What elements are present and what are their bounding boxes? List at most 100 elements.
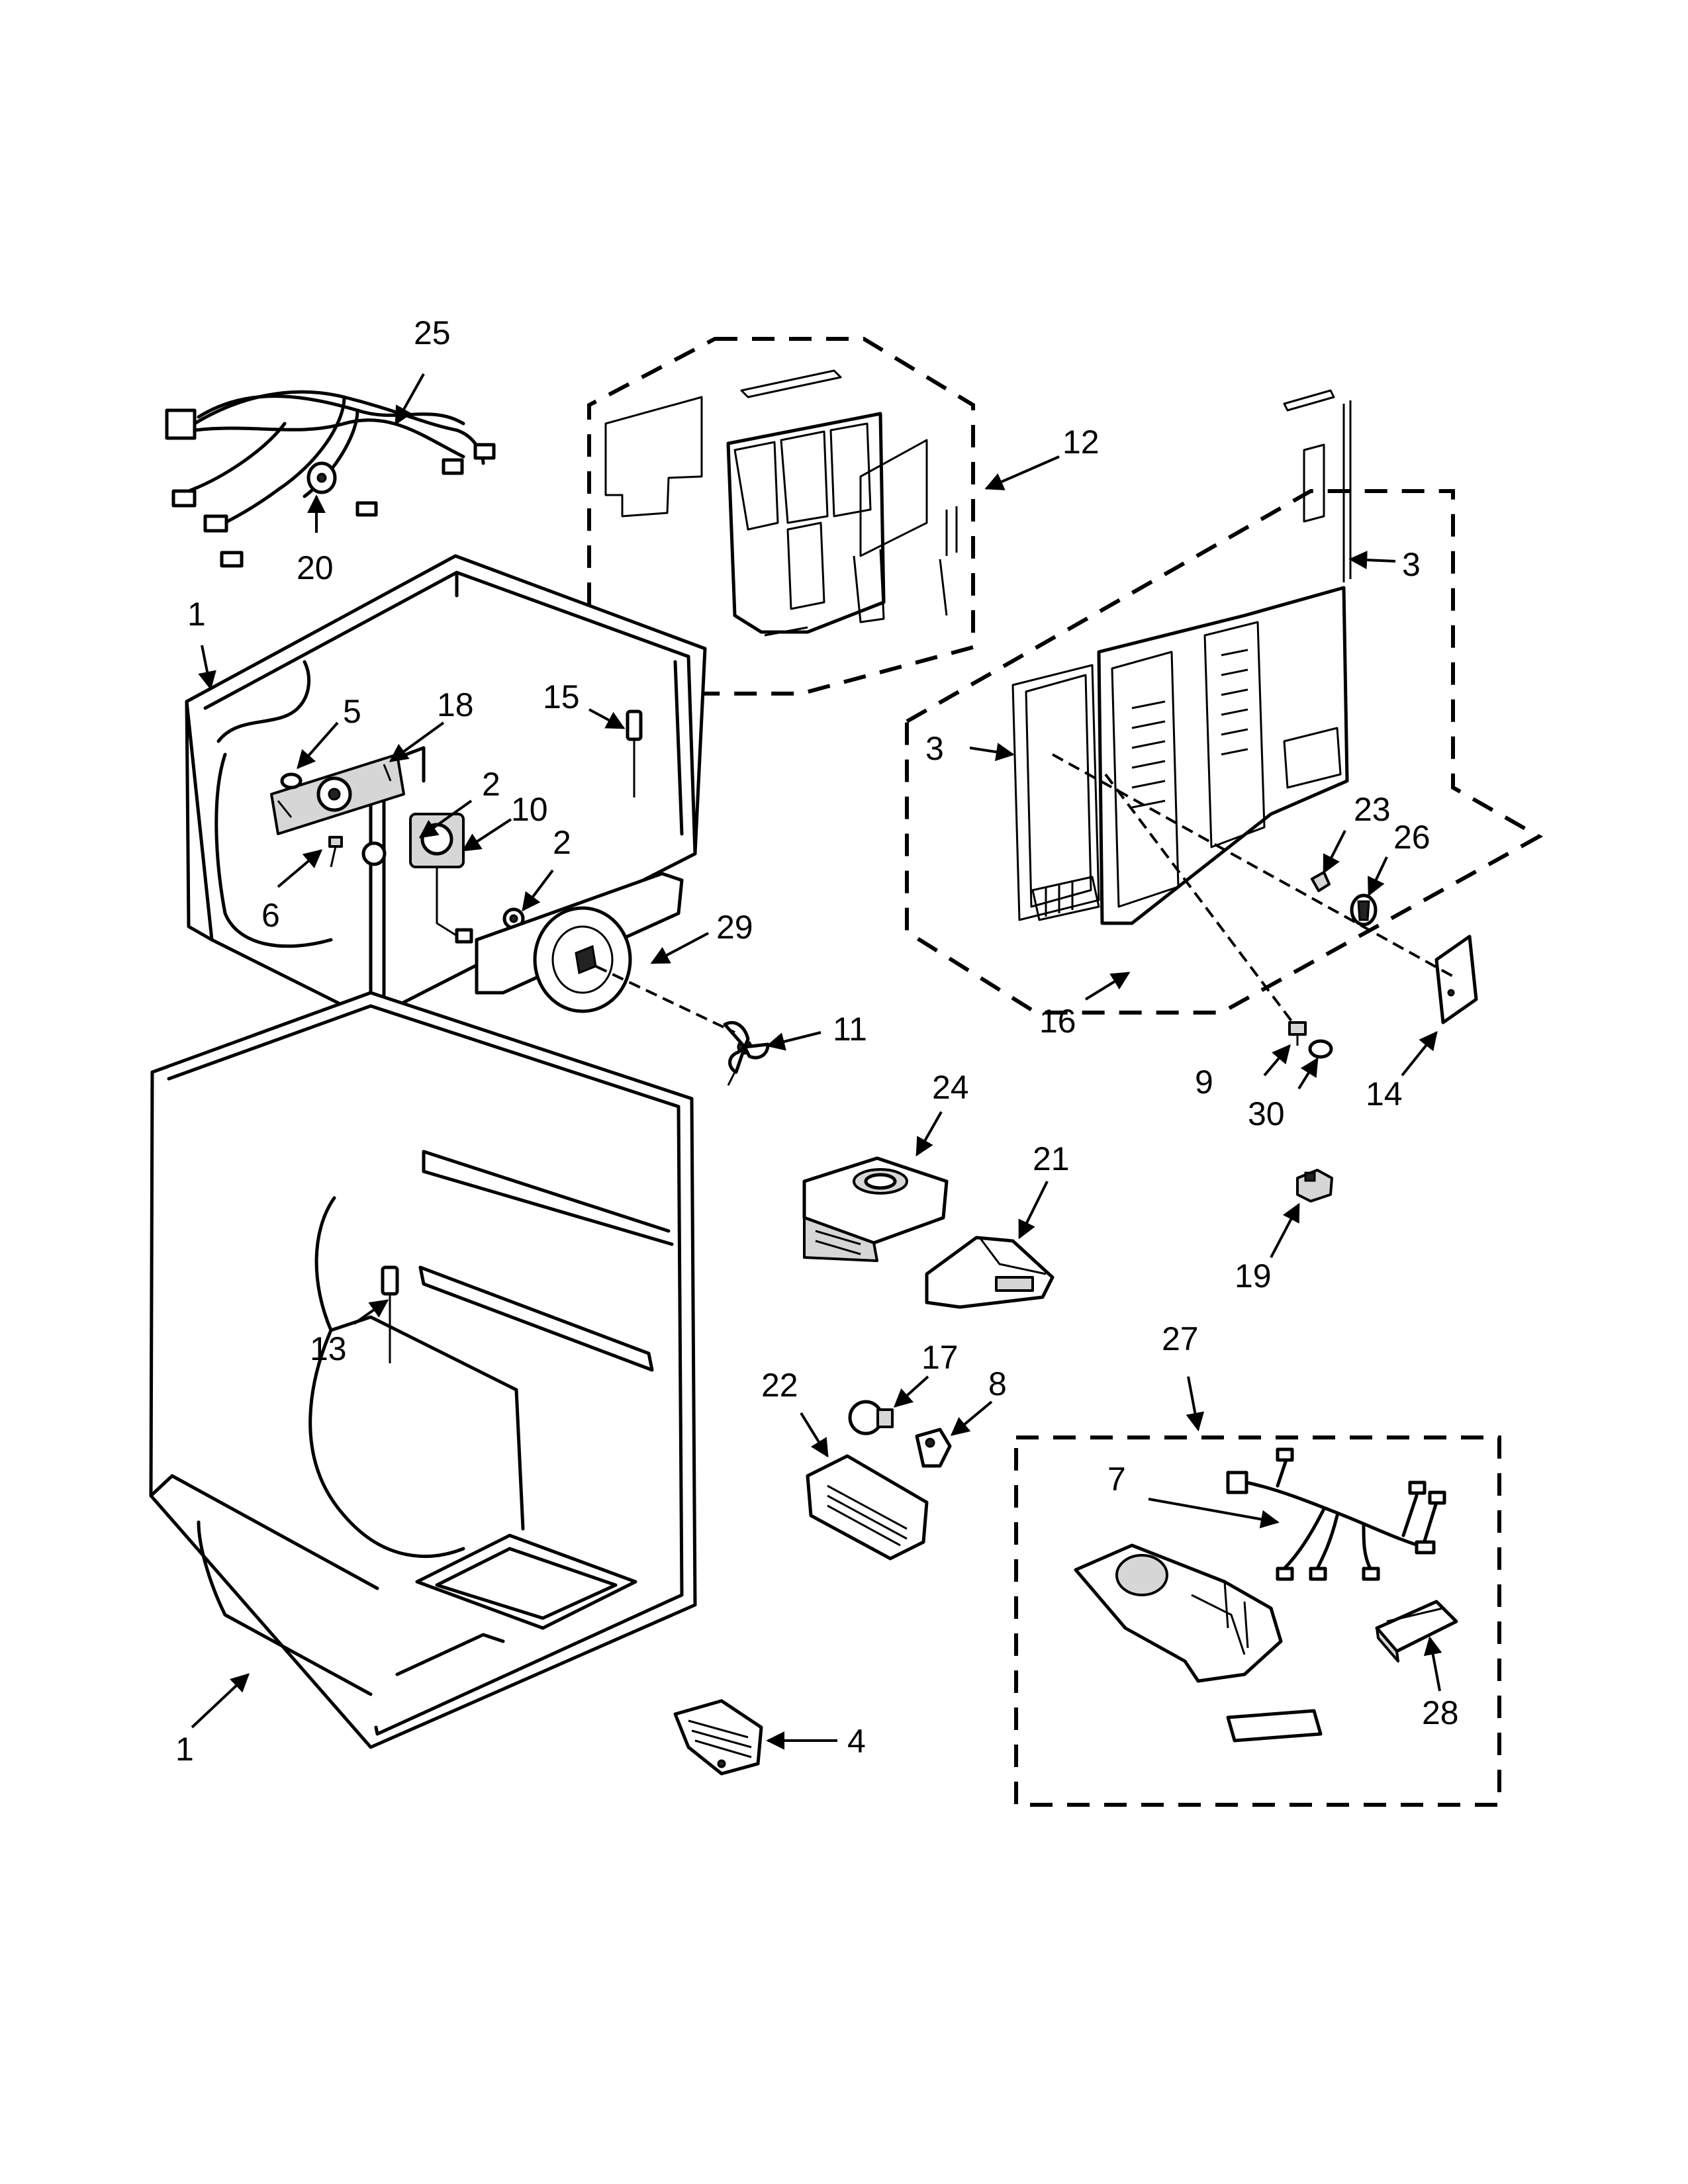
assembly-boundary-12 xyxy=(587,337,975,696)
leader-21 xyxy=(1018,1181,1049,1240)
leader-9 xyxy=(1263,1044,1291,1077)
callout-25: 25 xyxy=(414,314,451,351)
leader-17 xyxy=(893,1375,929,1408)
callout-30: 30 xyxy=(1248,1095,1285,1132)
light-bracket-part-21 xyxy=(925,1236,1055,1309)
control-board-part-28 xyxy=(1375,1600,1458,1662)
alignment-line-b xyxy=(1104,773,1295,1026)
callout-16: 16 xyxy=(1039,1003,1076,1040)
leader-10 xyxy=(461,818,512,852)
fan-shroud-part-29 xyxy=(475,872,684,1013)
callout-12: 12 xyxy=(1062,424,1100,461)
grille-part-4 xyxy=(673,1699,763,1776)
leader-5 xyxy=(297,721,339,770)
leader-18 xyxy=(389,721,445,762)
housing-part-27 xyxy=(1074,1543,1283,1683)
callout-17: 17 xyxy=(921,1339,959,1376)
callout-1b: 1 xyxy=(175,1731,194,1768)
fresh-food-liner-part-1 xyxy=(149,991,697,1749)
callout-29: 29 xyxy=(716,909,753,946)
leader-27 xyxy=(1186,1376,1205,1432)
callout-10: 10 xyxy=(511,791,548,828)
leader-14 xyxy=(1401,1030,1438,1077)
callout-9: 9 xyxy=(1195,1064,1213,1101)
callout-3a: 3 xyxy=(1402,546,1421,583)
leader-11 xyxy=(766,1031,821,1051)
callout-2a: 2 xyxy=(482,766,500,803)
leader-8 xyxy=(950,1400,993,1436)
callout-6: 6 xyxy=(261,897,280,934)
evaporator-cover-part-16 xyxy=(1011,389,1352,925)
label-card xyxy=(1226,1709,1323,1743)
callout-7: 7 xyxy=(1107,1461,1126,1498)
leader-15 xyxy=(588,708,626,729)
grommet-part-2 xyxy=(361,841,525,930)
leader-30 xyxy=(1297,1057,1319,1090)
harness-part-7 xyxy=(1226,1447,1446,1581)
switch-part-19 xyxy=(1296,1169,1333,1203)
alignment-line-c xyxy=(595,965,735,1034)
bulb-part-17 xyxy=(848,1400,894,1435)
leader-23 xyxy=(1323,830,1346,874)
leader-lines xyxy=(191,373,1457,1750)
leader-2b xyxy=(522,869,554,912)
callout-23: 23 xyxy=(1354,791,1391,828)
wire-harness-part-25 xyxy=(165,390,496,568)
callout-24: 24 xyxy=(932,1069,969,1106)
leader-1b xyxy=(191,1673,250,1729)
leader-28 xyxy=(1423,1636,1442,1692)
fan-blade-part-11 xyxy=(723,1021,770,1086)
leader-24 xyxy=(915,1111,943,1157)
leader-3a xyxy=(1348,551,1396,570)
callout-14: 14 xyxy=(1366,1075,1403,1113)
leader-7 xyxy=(1148,1498,1280,1529)
assembly-boundary-16 xyxy=(905,489,1544,1015)
callout-18: 18 xyxy=(437,686,474,723)
knob-part-5 xyxy=(280,772,303,790)
callout-4: 4 xyxy=(847,1723,866,1760)
leader-12 xyxy=(984,455,1060,490)
clip-part-23 xyxy=(1311,871,1331,892)
leader-25 xyxy=(395,373,425,426)
leader-6 xyxy=(277,849,323,888)
callout-1a: 1 xyxy=(187,596,206,633)
leader-29 xyxy=(650,932,709,964)
light-housing-part-24 xyxy=(802,1156,949,1262)
assembly-boundary-27 xyxy=(1014,1435,1501,1807)
callout-22: 22 xyxy=(761,1367,798,1404)
leader-13 xyxy=(353,1299,389,1325)
callout-19: 19 xyxy=(1235,1257,1272,1295)
thermostat-bracket-part-18 xyxy=(270,753,405,835)
sensor-part-13 xyxy=(381,1265,399,1363)
socket-part-8 xyxy=(915,1428,952,1468)
lamp-cover-part-22 xyxy=(806,1454,929,1561)
callout-labels: 25 20 12 3 3 1 5 18 15 2 10 2 6 29 23 26… xyxy=(175,314,1459,1768)
callout-11: 11 xyxy=(833,1011,867,1048)
cap-part-30 xyxy=(1308,1039,1333,1059)
leader-26 xyxy=(1368,856,1388,897)
control-housing-part-12 xyxy=(604,369,958,637)
leader-2a xyxy=(418,799,473,839)
leader-19 xyxy=(1270,1203,1300,1258)
callout-20: 20 xyxy=(297,549,334,586)
callout-26: 26 xyxy=(1393,819,1430,856)
callout-27: 27 xyxy=(1162,1320,1199,1357)
callout-21: 21 xyxy=(1033,1140,1070,1177)
cover-part-14 xyxy=(1434,934,1478,1024)
leader-1a xyxy=(198,645,216,690)
callout-13: 13 xyxy=(310,1330,347,1367)
knob-part-26 xyxy=(1350,893,1378,927)
screw-part-9 xyxy=(1288,1021,1307,1046)
callout-3b: 3 xyxy=(925,730,944,767)
screw-part-6 xyxy=(328,836,343,868)
callout-2b: 2 xyxy=(553,824,571,861)
leader-22 xyxy=(800,1412,829,1458)
callout-8: 8 xyxy=(988,1365,1007,1402)
sensor-part-15 xyxy=(626,709,643,797)
callout-5: 5 xyxy=(343,693,361,730)
leader-3b xyxy=(969,743,1015,762)
leader-16 xyxy=(1084,972,1131,1001)
callout-28: 28 xyxy=(1422,1694,1459,1731)
